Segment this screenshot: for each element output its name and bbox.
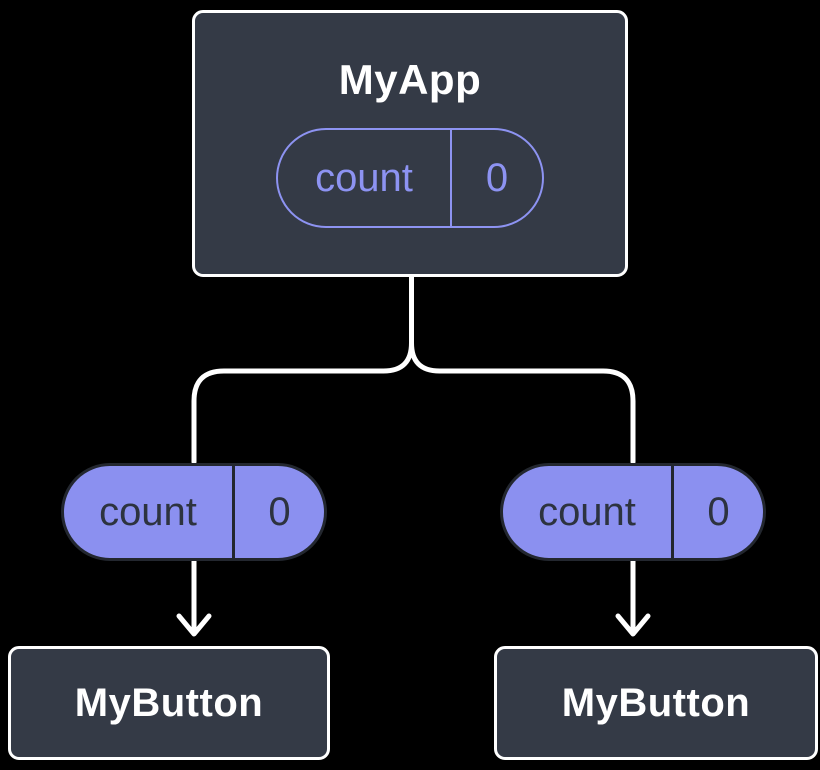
prop-pill-left: count 0 [61,463,327,561]
prop-pill-value: 0 [707,490,730,534]
prop-pill-name: count [99,490,197,534]
state-pill-name: count [315,156,413,200]
component-node-mybutton-right: MyButton [494,646,818,760]
pill-divider [232,466,235,558]
state-pill: count 0 [276,128,544,228]
pill-divider [450,130,452,226]
node-title: MyButton [74,681,264,725]
arrow-down-icon [615,613,651,637]
prop-pill-value: 0 [268,490,291,534]
prop-pill-right: count 0 [500,463,766,561]
pill-divider [671,466,674,558]
component-node-mybutton-left: MyButton [8,646,330,760]
connector-branch-right [409,340,636,465]
arrow-down-icon [176,613,212,637]
node-title: MyApp [338,56,482,103]
state-pill-value: 0 [485,156,509,200]
component-node-myapp: MyApp count 0 [192,10,628,277]
connector-branch-left [191,271,414,465]
prop-pill-name: count [538,490,636,534]
node-title: MyButton [561,681,751,725]
